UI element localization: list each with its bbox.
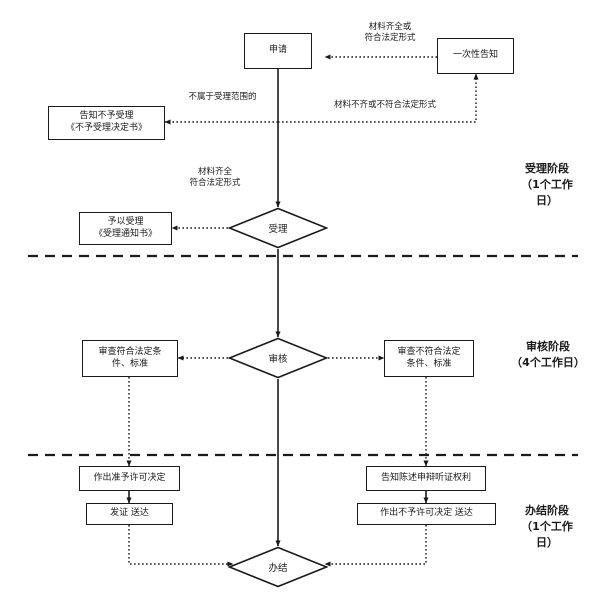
node-acceptance[interactable]: 受理	[228, 207, 328, 249]
review-diamond-shape	[228, 337, 328, 379]
node-review-conform[interactable]: 审查符合法定条 件、标准	[82, 340, 178, 377]
node-review-conform-label: 审查符合法定条 件、标准	[98, 346, 162, 369]
node-notify-hearing-rights[interactable]: 告知陈述申辩听证权利	[366, 466, 486, 491]
node-notify-hearing-rights-label: 告知陈述申辩听证权利	[380, 472, 471, 483]
acceptance-diamond-shape	[228, 207, 328, 249]
node-issue-deliver-label: 发证 送达	[110, 508, 149, 519]
node-notify-rejection[interactable]: 告知不予受理 《不予受理决定书》	[48, 106, 165, 140]
edge-label-out-of-scope: 不属于受理范围的	[188, 92, 257, 102]
node-approval-decision-label: 作出准予许可决定	[93, 472, 166, 483]
node-application-label: 申请	[268, 45, 287, 56]
node-application[interactable]: 申请	[244, 33, 312, 69]
stage-label-review: 审核阶段 （4个工作日）	[511, 340, 585, 369]
node-grant-acceptance-label: 予以受理 《受理通知书》	[93, 216, 157, 239]
node-review-nonconform[interactable]: 审查不符合法定 条件、标准	[384, 340, 474, 377]
stage-label-acceptance: 受理阶段 （1个工作 日）	[521, 162, 573, 207]
node-issue-deliver[interactable]: 发证 送达	[86, 503, 173, 525]
node-denial-decision[interactable]: 作出不予许可决定 送达	[357, 503, 496, 525]
edge-label-materials-incomplete-or-illegal: 材料不齐或不符合法定形式	[333, 100, 436, 110]
edge-label-materials-complete-legal: 材料齐全 符合法定形式	[189, 167, 241, 189]
node-one-time-notice-label: 一次性告知	[452, 50, 498, 61]
node-completion[interactable]: 办结	[228, 546, 328, 588]
node-grant-acceptance[interactable]: 予以受理 《受理通知书》	[79, 212, 172, 245]
edge-denial-to-completion	[324, 525, 427, 567]
edge-issue-to-completion	[128, 525, 234, 567]
completion-diamond-shape	[228, 546, 328, 588]
node-denial-decision-label: 作出不予许可决定 送达	[380, 508, 473, 519]
node-review-nonconform-label: 审查不符合法定 条件、标准	[397, 346, 461, 369]
stage-label-completion: 办结阶段 （1个工作 日）	[521, 504, 573, 549]
edge-label-materials-complete-or-legal: 材料齐全或 符合法定形式	[364, 22, 416, 44]
edge-incomplete-to-notice	[278, 73, 479, 123]
node-notify-rejection-label: 告知不予受理 《不予受理决定书》	[65, 111, 147, 133]
node-one-time-notice[interactable]: 一次性告知	[437, 38, 514, 74]
node-review[interactable]: 审核	[228, 337, 328, 379]
node-approval-decision[interactable]: 作出准予许可决定	[79, 466, 180, 491]
